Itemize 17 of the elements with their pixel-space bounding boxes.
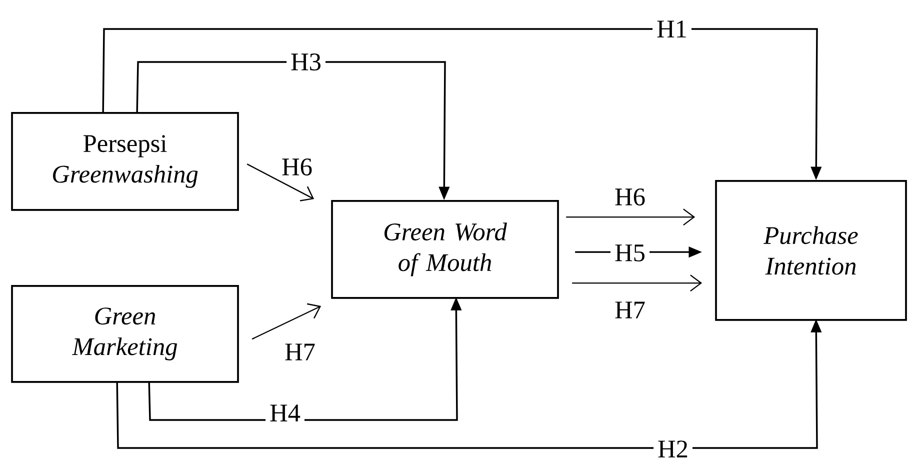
variable-box: Persepsi Greenwashing bbox=[11, 112, 239, 211]
edge-label: H1 bbox=[652, 16, 692, 42]
edge-label: H5 bbox=[610, 240, 650, 266]
arrow bbox=[566, 208, 696, 226]
variable-box: Green Marketing bbox=[11, 285, 239, 383]
variable-box: Purchase Intention bbox=[715, 180, 907, 321]
edge-label: H4 bbox=[266, 400, 304, 426]
edge-label: H7 bbox=[280, 340, 320, 364]
variable-box: Green Word of Mouth bbox=[331, 200, 559, 299]
edge-label: H2 bbox=[654, 436, 692, 459]
edge-label: H3 bbox=[286, 49, 326, 74]
arrow bbox=[572, 274, 702, 292]
edge-label: H6 bbox=[610, 184, 650, 210]
arrow bbox=[246, 164, 314, 202]
edge-label: H6 bbox=[278, 154, 316, 180]
edge-label: H7 bbox=[610, 298, 650, 322]
arrow bbox=[252, 303, 322, 340]
